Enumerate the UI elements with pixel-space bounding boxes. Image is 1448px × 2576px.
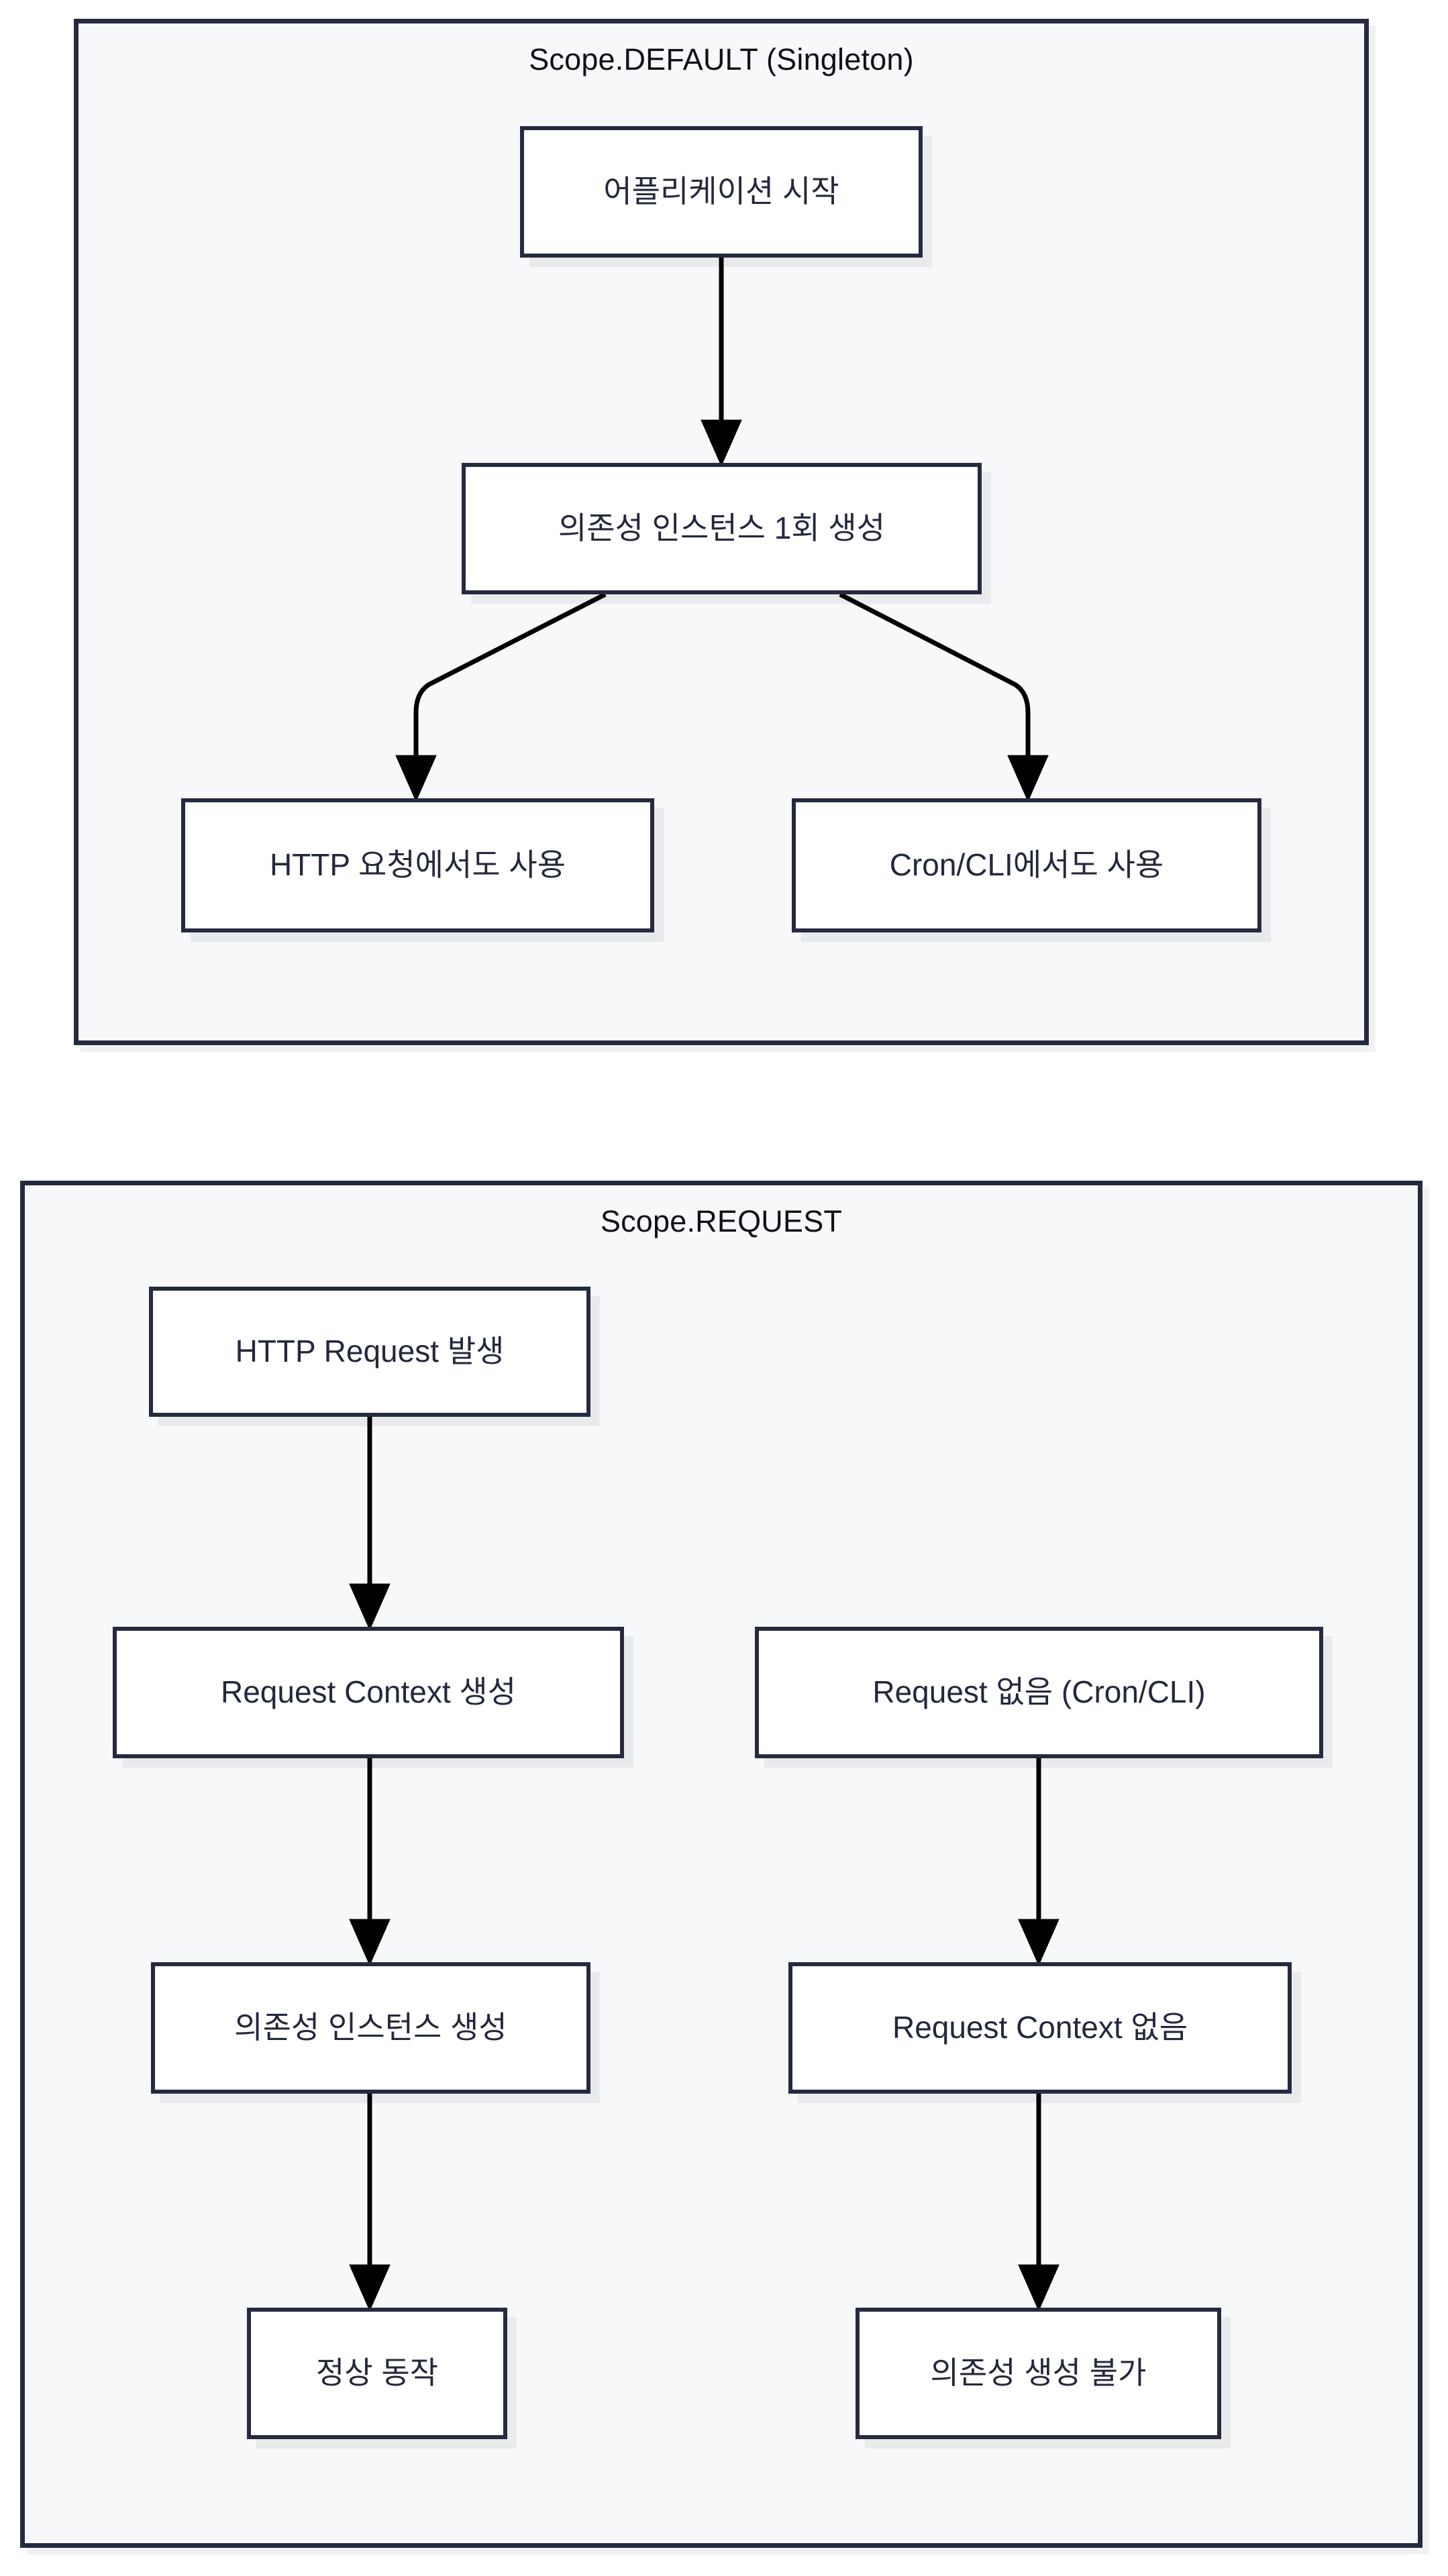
node-dependency-create[interactable]: 의존성 인스턴스 생성 [151,1962,590,2094]
node-label-request-context-none: Request Context 없음 [892,2010,1188,2045]
node-app-start[interactable]: 어플리케이션 시작 [520,126,923,258]
node-label-dependency-fail: 의존성 생성 불가 [930,2355,1147,2391]
node-label-http-request: HTTP Request 발생 [235,1334,505,1369]
node-label-dependency-create: 의존성 인스턴스 생성 [234,2010,507,2045]
node-label-app-start: 어플리케이션 시작 [603,174,839,209]
node-label-request-context-create: Request Context 생성 [220,1674,517,1710]
node-http-request[interactable]: HTTP Request 발생 [149,1287,590,1417]
node-label-dep-once: 의존성 인스턴스 1회 생성 [558,511,886,546]
node-normal-operation[interactable]: 정상 동작 [247,2308,507,2439]
node-label-cron-use: Cron/CLI에서도 사용 [889,847,1164,883]
node-request-context-none[interactable]: Request Context 없음 [788,1962,1292,2094]
node-dependency-fail[interactable]: 의존성 생성 불가 [856,2308,1221,2439]
cluster-title-scope-default: Scope.DEFAULT (Singleton) [529,42,914,76]
node-request-context-create[interactable]: Request Context 생성 [113,1627,624,1758]
node-label-request-none: Request 없음 (Cron/CLI) [872,1674,1206,1710]
cluster-title-scope-request: Scope.REQUEST [600,1204,843,1238]
node-label-http-use: HTTP 요청에서도 사용 [269,847,566,883]
node-cron-use[interactable]: Cron/CLI에서도 사용 [792,798,1261,932]
node-dep-once[interactable]: 의존성 인스턴스 1회 생성 [462,463,982,594]
node-label-normal-operation: 정상 동작 [315,2355,439,2391]
node-request-none[interactable]: Request 없음 (Cron/CLI) [755,1627,1323,1758]
node-http-use[interactable]: HTTP 요청에서도 사용 [181,798,654,932]
